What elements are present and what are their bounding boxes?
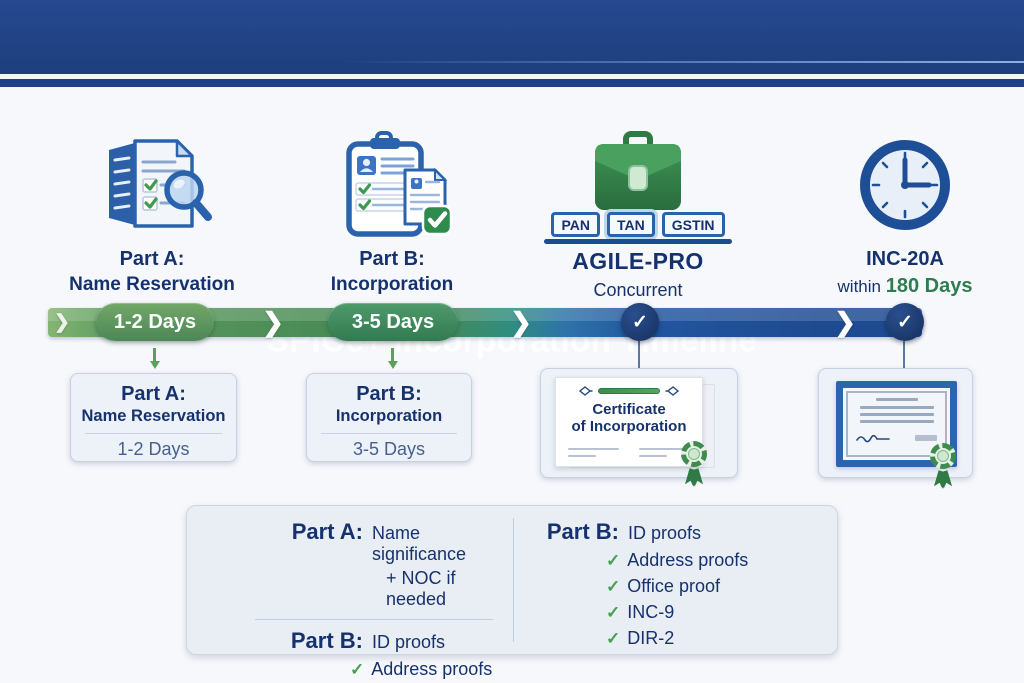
left-part-a-item-2: + NOC if needed: [386, 568, 456, 609]
tan-tag-label: TAN: [607, 212, 655, 237]
laptop-base: [544, 239, 607, 244]
briefcase-icon: PAN TAN GSTIN: [526, 130, 750, 244]
pan-tag: PAN: [544, 212, 607, 244]
stage-part-b-line2: Incorporation: [330, 274, 454, 295]
check-icon: ✓: [606, 551, 621, 570]
checkpoint-agile-pro: ✓: [621, 303, 659, 341]
certificate-icon: Certificate of Incorporation: [555, 377, 703, 467]
checklist-item: ✓ Office proof: [606, 576, 829, 597]
check-icon: ✓: [350, 660, 365, 679]
gstin-tag-label: GSTIN: [661, 212, 725, 237]
duration-prefix: within: [837, 277, 881, 296]
stage-agile-pro: PAN TAN GSTIN AGILE-PRO Concurrent: [526, 130, 750, 301]
certificate-card: Certificate of Incorporation: [540, 368, 738, 478]
checklist-item: ✓ Address proofs: [606, 550, 829, 571]
check-icon: ✓: [606, 603, 621, 622]
down-arrow-icon: [149, 348, 160, 369]
panel-horizontal-divider: [255, 619, 493, 620]
ribbon-seal-icon: [930, 443, 956, 469]
card-part-b-title: Part B:: [356, 383, 422, 405]
pan-tag-label: PAN: [551, 212, 600, 237]
document-search-icon: [40, 130, 264, 240]
laptop-base: [600, 239, 662, 244]
panel-vertical-divider: [513, 518, 514, 642]
ornament-bar: [598, 388, 660, 394]
card-part-b-duration: 3-5 Days: [352, 439, 426, 459]
chevron-icon: ❯: [510, 307, 532, 337]
stage-inc20a-line1: INC-20A: [866, 248, 944, 270]
documents-panel: Part A: Name significance + NOC if neede…: [186, 505, 839, 679]
clock-icon: [793, 130, 1017, 240]
card-part-a-duration: 1-2 Days: [117, 439, 190, 459]
checklist-item-label: INC-9: [627, 602, 675, 622]
chevron-icon: ❯: [834, 307, 856, 337]
stage-part-a-line1: Part A:: [119, 248, 185, 270]
documents-panel-right: Part B: ID proofs ✓ Address proofs ✓ Off…: [513, 506, 839, 654]
right-part-b-label: Part B:: [546, 519, 619, 544]
checklist-item-label: DIR-2: [627, 628, 675, 648]
clipboard-icon: [280, 130, 504, 240]
check-icon: ✓: [897, 311, 913, 333]
registration-tags: PAN TAN GSTIN: [526, 212, 750, 244]
duration-value: 180 Days: [885, 275, 973, 297]
left-part-b-label: Part B:: [290, 628, 363, 653]
left-part-a-label: Part A:: [291, 519, 363, 544]
laptop-base: [654, 239, 732, 244]
header-accent-line: [340, 61, 1024, 63]
stage-part-a: Part A: Name Reservation: [40, 130, 264, 296]
stage-part-b-line1: Part B:: [359, 248, 425, 270]
timeline-badge-3-5-days: 3-5 Days: [328, 303, 458, 341]
stage-part-a-line2: Name Reservation: [69, 274, 235, 295]
left-part-a-item: Name significance: [372, 523, 467, 564]
stage-part-b: Part B: Incorporation: [280, 130, 504, 296]
card-divider: [321, 433, 457, 434]
connector-line: [903, 341, 905, 370]
stage-agile-pro-line2: Concurrent: [593, 280, 683, 300]
down-arrow-icon: [387, 348, 398, 369]
checklist-item-label: Address proofs: [371, 659, 493, 679]
checklist-item: ✓ DIR-2: [606, 628, 829, 649]
stage-inc20a-duration: within 180 Days: [793, 275, 1017, 298]
certificate-mat: [846, 391, 947, 457]
header-divider-light: [0, 74, 1024, 79]
left-part-b-item: ID proofs: [372, 632, 446, 652]
checklist-item-label: Office proof: [627, 576, 720, 596]
card-part-a-subtitle: Name Reservation: [81, 407, 226, 425]
check-icon: ✓: [606, 629, 621, 648]
check-icon: ✓: [606, 577, 621, 596]
right-part-b-item: ID proofs: [628, 523, 702, 543]
checklist-item: ✓ INC-9: [606, 602, 829, 623]
stage-agile-pro-line1: AGILE-PRO: [572, 248, 704, 274]
documents-panel-left: Part A: Name significance + NOC if neede…: [187, 506, 513, 679]
framed-certificate-card: [818, 368, 973, 478]
detail-card-part-a: Part A: Name Reservation 1-2 Days: [70, 373, 237, 462]
tan-tag: TAN: [600, 212, 662, 244]
timeline-badge-1-2-days: 1-2 Days: [96, 303, 214, 341]
certificate-text-line2: of Incorporation: [571, 418, 687, 435]
card-part-a-title: Part A:: [121, 383, 186, 405]
chevron-icon: ❯: [54, 312, 70, 333]
check-icon: ✓: [632, 311, 648, 333]
certificate-lines: [556, 435, 702, 457]
chevron-icon: ❯: [262, 307, 284, 337]
ribbon-seal-icon: [681, 441, 707, 467]
checklist-item-label: Address proofs: [627, 550, 749, 570]
card-part-b-subtitle: Incorporation: [335, 407, 443, 425]
framed-certificate-icon: [836, 381, 957, 467]
detail-card-part-b: Part B: Incorporation 3-5 Days: [306, 373, 472, 462]
header-divider-navy: [0, 79, 1024, 87]
header-banner: [0, 0, 1024, 74]
checklist-item: ✓ Address proofs: [350, 659, 497, 680]
checkpoint-inc20a: ✓: [886, 303, 924, 341]
card-divider: [85, 433, 222, 434]
connector-line: [638, 341, 640, 370]
gstin-tag: GSTIN: [654, 212, 732, 244]
certificate-ornament: [556, 386, 702, 396]
stage-inc20a: INC-20A within 180 Days: [793, 130, 1017, 298]
certificate-text-line1: Certificate: [592, 401, 666, 418]
